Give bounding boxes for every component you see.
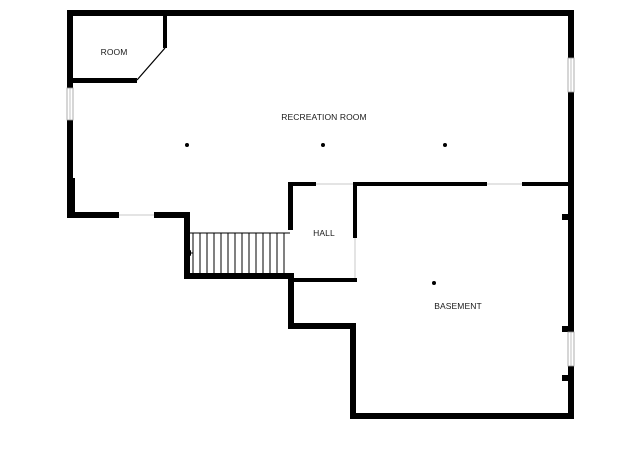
wall-stair-left <box>184 212 190 279</box>
ceiling-light-icon <box>432 281 436 285</box>
wall-hall-right <box>353 182 357 238</box>
wall-stub-right-2 <box>562 326 568 332</box>
wall-stair-bottom <box>184 273 294 279</box>
wall-room-right <box>163 16 167 48</box>
wall-top <box>67 10 574 16</box>
wall-basement-top-2 <box>522 182 572 186</box>
wall-basement-leftstep <box>288 273 294 329</box>
wall-left-lower <box>67 178 75 218</box>
wall-basement-step-h <box>288 323 356 329</box>
wall-basement-top <box>353 182 487 186</box>
ceiling-light-icon <box>443 143 447 147</box>
wall-basement-left <box>350 323 356 419</box>
stairs-icon <box>186 232 290 273</box>
wall-room-bottom <box>67 78 137 83</box>
room-label-basement: BASEMENT <box>434 301 482 311</box>
wall-rec-bottom-2 <box>154 212 190 218</box>
ceiling-light-icon <box>185 143 189 147</box>
room-label-room: ROOM <box>101 47 128 57</box>
wall-hall-left <box>288 182 293 230</box>
wall-stub-right-1 <box>562 214 568 220</box>
wall-stub-right-3 <box>562 375 568 381</box>
wall-rec-bottom <box>67 212 119 218</box>
wall-hall-top <box>288 182 316 186</box>
room-label-recreation-room: RECREATION ROOM <box>281 112 366 122</box>
ceiling-light-icon <box>321 143 325 147</box>
wall-bottom <box>350 413 574 419</box>
room-label-hall: HALL <box>313 228 335 238</box>
wall-hall-bottom <box>288 278 357 282</box>
wall-right <box>568 10 574 418</box>
